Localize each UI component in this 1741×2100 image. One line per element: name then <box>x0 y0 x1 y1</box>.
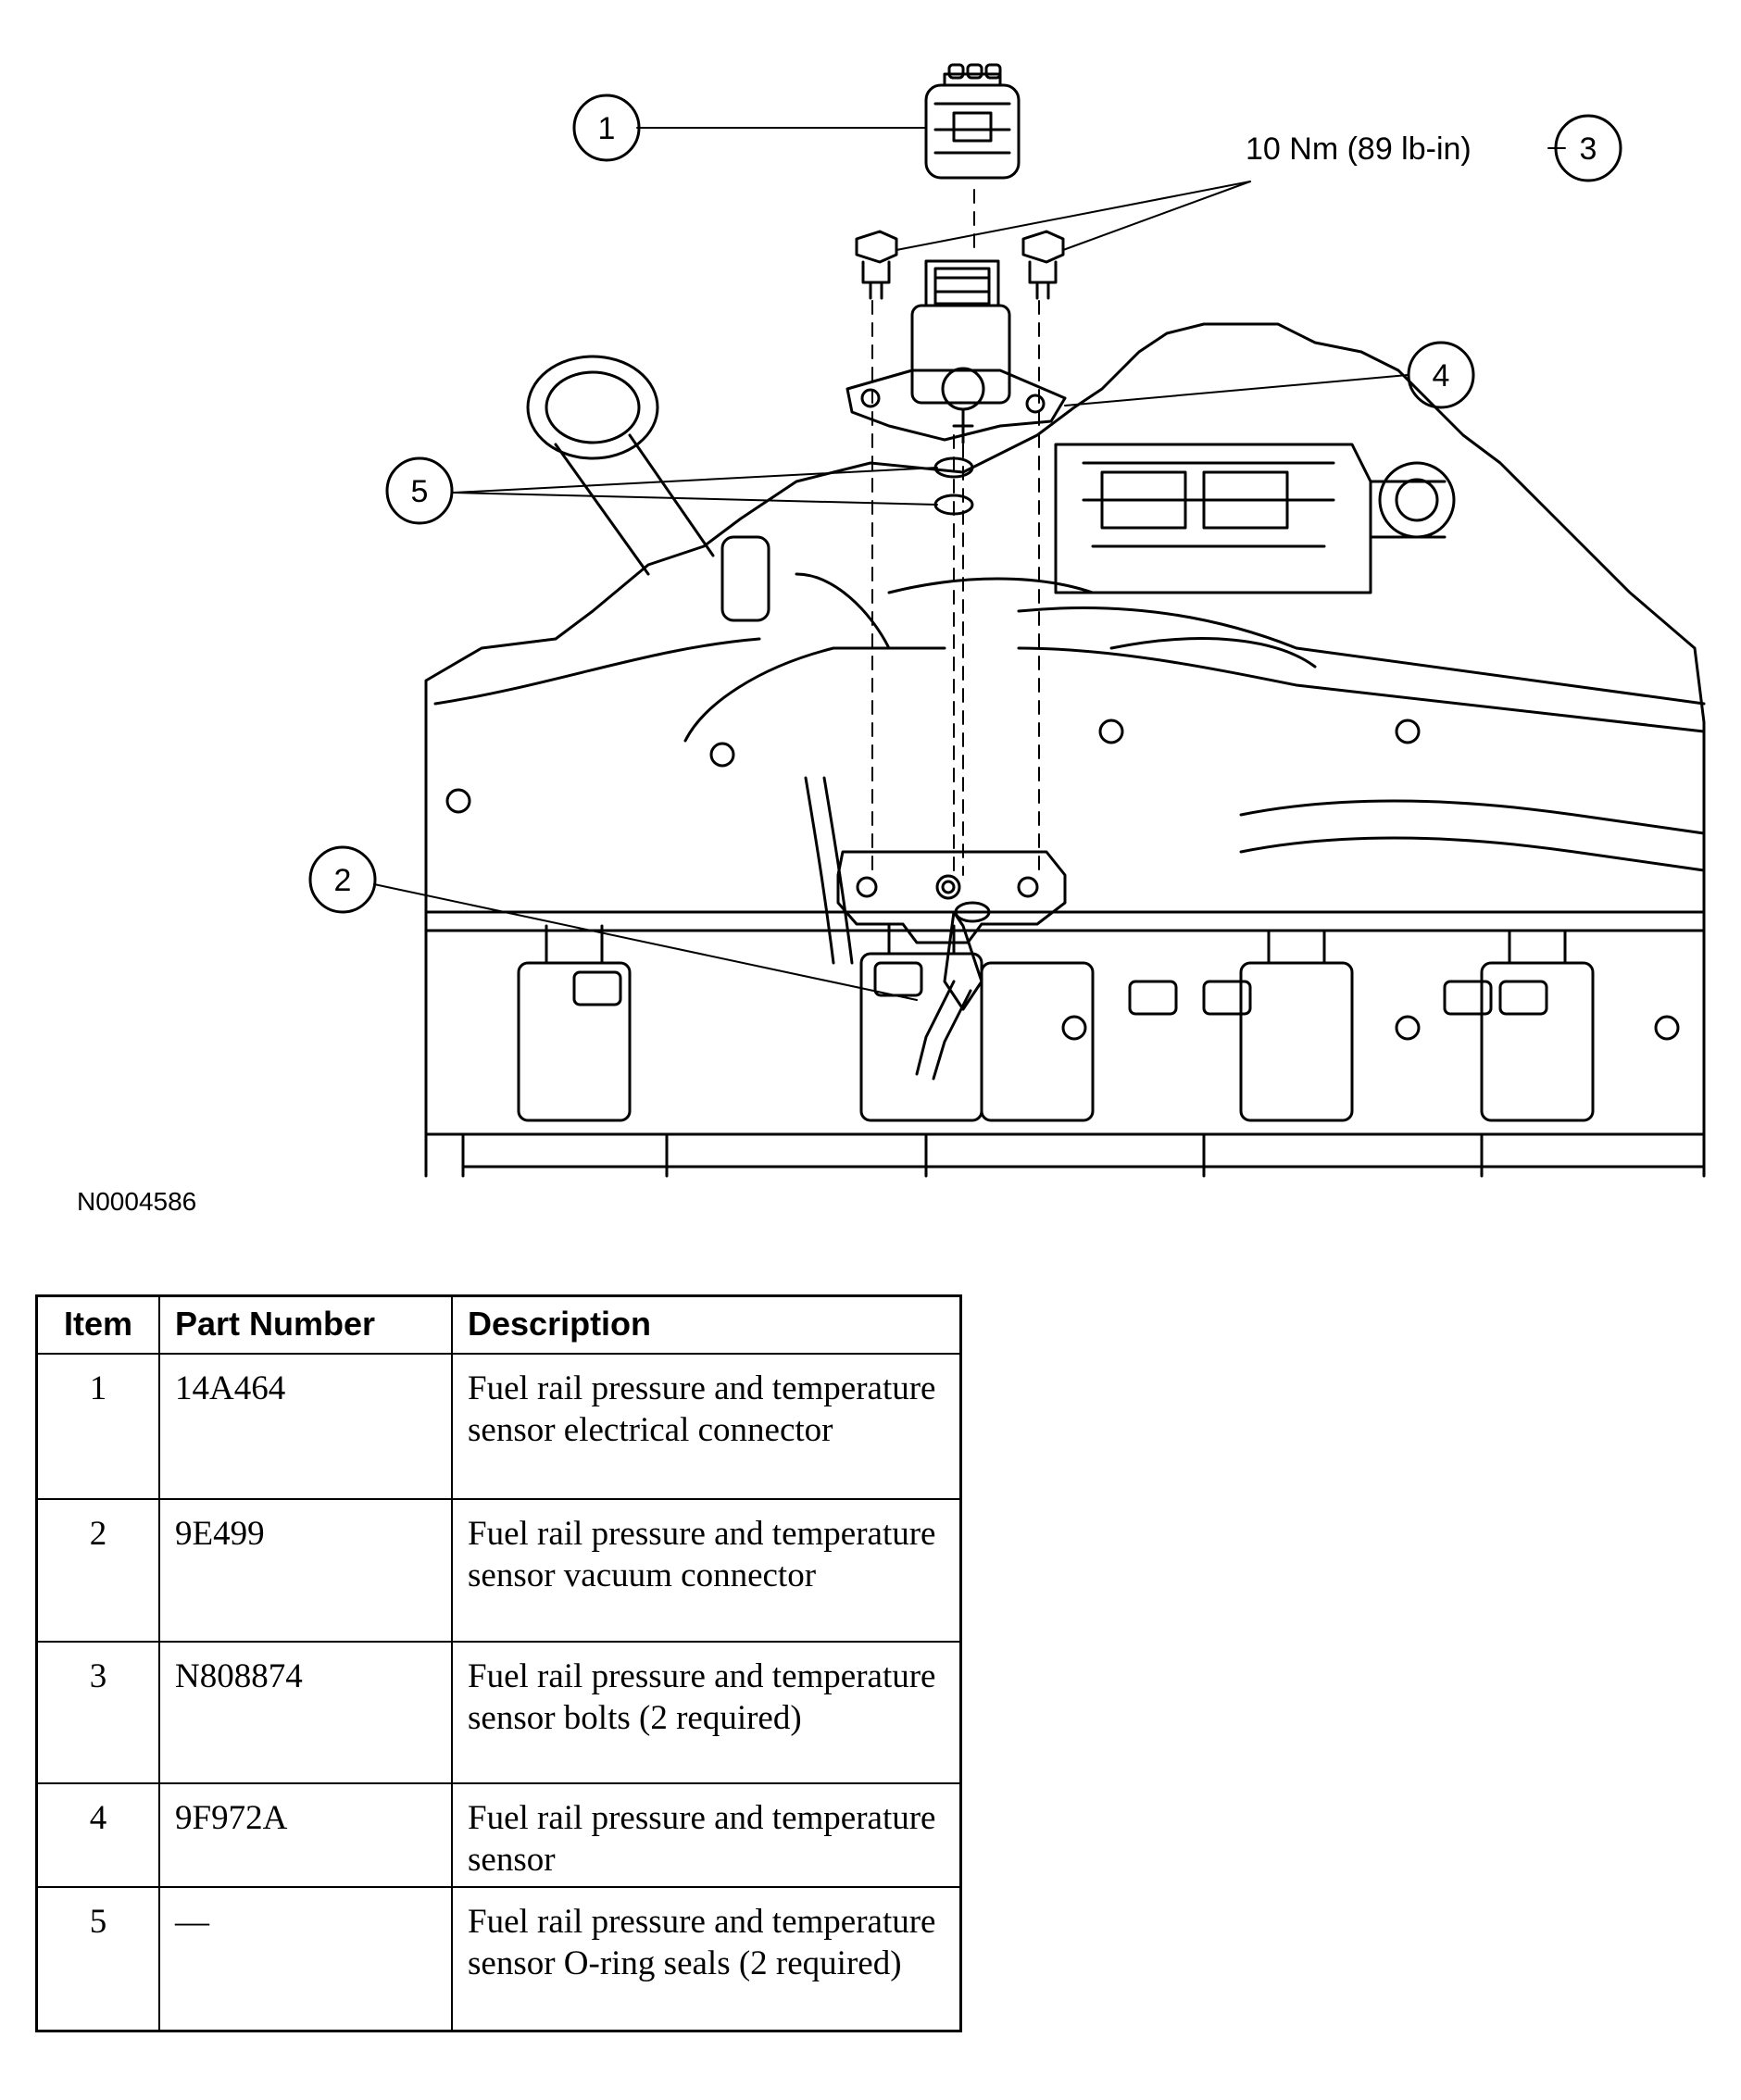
cell-part-number: 14A464 <box>158 1353 453 1500</box>
cell-item: 4 <box>35 1782 160 1888</box>
callout-label-2: 2 <box>334 863 352 898</box>
leader-lines <box>373 127 1566 1001</box>
callout-label-4: 4 <box>1433 358 1450 394</box>
torque-spec: 10 Nm (89 lb-in) <box>1246 131 1472 167</box>
header-description: Description <box>451 1294 962 1355</box>
callout-label-5: 5 <box>411 474 429 509</box>
cell-description: Fuel rail pressure and temperature senso… <box>451 1782 962 1888</box>
callout-circle-5 <box>385 456 454 525</box>
engine-line-art <box>424 322 1706 1178</box>
cell-item: 2 <box>35 1498 160 1643</box>
cell-description: Fuel rail pressure and temperature senso… <box>451 1641 962 1784</box>
pressure-temperature-sensor <box>845 259 1067 444</box>
sensor-bolts <box>855 230 1065 300</box>
table-row: 1 14A464 Fuel rail pressure and temperat… <box>35 1353 962 1500</box>
cell-part-number: — <box>158 1886 453 2031</box>
engine-diagram: 1 2 3 4 5 10 Nm (89 lb-in) <box>308 63 1706 1178</box>
table-row: 4 9F972A Fuel rail pressure and temperat… <box>35 1782 962 1888</box>
vacuum-connector <box>915 901 991 1081</box>
electrical-connector <box>924 63 1021 180</box>
header-part-number: Part Number <box>158 1294 453 1355</box>
alignment-lines <box>871 189 1040 876</box>
parts-table: Item Part Number Description 1 14A464 Fu… <box>35 1294 962 2032</box>
callout-label-3: 3 <box>1580 131 1597 167</box>
cell-description: Fuel rail pressure and temperature senso… <box>451 1353 962 1500</box>
callout-circle-2 <box>308 845 377 914</box>
header-item: Item <box>35 1294 160 1355</box>
cell-item: 5 <box>35 1886 160 2031</box>
table-row: 5 — Fuel rail pressure and temperature s… <box>35 1886 962 2031</box>
callout-circle-1 <box>572 94 641 162</box>
table-header-row: Item Part Number Description <box>35 1294 962 1355</box>
cell-part-number: N808874 <box>158 1641 453 1784</box>
cell-description: Fuel rail pressure and temperature senso… <box>451 1498 962 1643</box>
cell-part-number: 9F972A <box>158 1782 453 1888</box>
callout-circle-4 <box>1407 341 1475 409</box>
cell-item: 3 <box>35 1641 160 1784</box>
table-row: 2 9E499 Fuel rail pressure and temperatu… <box>35 1498 962 1643</box>
callout-label-1: 1 <box>598 111 616 146</box>
table-row: 3 N808874 Fuel rail pressure and tempera… <box>35 1641 962 1784</box>
cell-description: Fuel rail pressure and temperature senso… <box>451 1886 962 2031</box>
figure-id: N0004586 <box>77 1187 197 1216</box>
cell-part-number: 9E499 <box>158 1498 453 1643</box>
callout-circle-3 <box>1554 114 1622 182</box>
cell-item: 1 <box>35 1353 160 1500</box>
